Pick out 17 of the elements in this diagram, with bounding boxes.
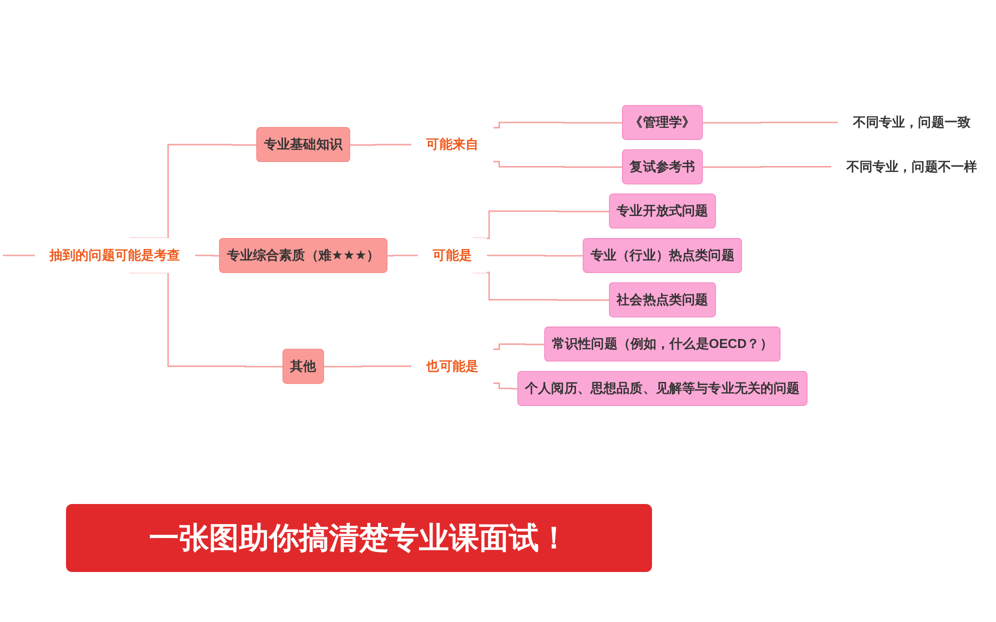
connector — [493, 121, 623, 128]
connector — [350, 143, 412, 146]
node-text: 也可能是 — [426, 358, 479, 373]
connector — [2, 254, 35, 256]
connector — [486, 254, 584, 256]
node-text: 可能来自 — [426, 136, 479, 152]
connector — [702, 166, 832, 168]
connector — [493, 342, 546, 350]
node-text: 不同专业，问题一致 — [852, 114, 971, 129]
connector — [493, 382, 518, 390]
node-text: 不同专业，问题不一样 — [846, 158, 978, 174]
connector — [324, 365, 412, 367]
connector — [194, 254, 220, 256]
connector — [702, 121, 838, 124]
caption-banner: 一张图助你搞清楚专业课面试！ — [66, 504, 652, 572]
connector — [493, 160, 623, 168]
connector — [387, 254, 418, 256]
